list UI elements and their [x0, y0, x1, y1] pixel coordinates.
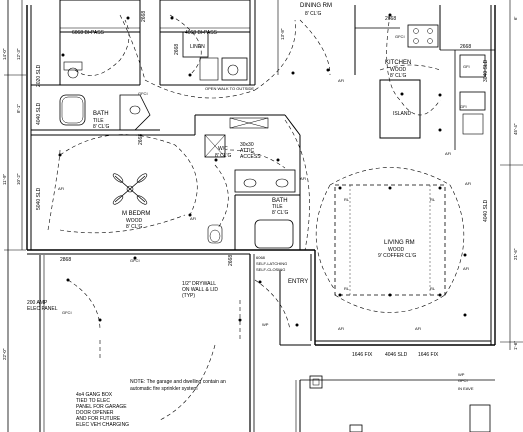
- door-label: 2668: [385, 16, 396, 22]
- room-floor: TILE: [93, 118, 104, 124]
- linen-label: LINEN: [190, 44, 205, 50]
- gang-box-note: TIED TO ELEC: [76, 398, 110, 404]
- room-floor: WOOD: [390, 67, 406, 73]
- gang-box-note: PANEL FOR GARAGE: [76, 404, 127, 410]
- dimension: 6': [513, 16, 518, 20]
- room-ceiling: 9' COFFER CL'G: [378, 253, 416, 259]
- door-label: 6068: [256, 255, 266, 260]
- door-label: 2668: [138, 134, 144, 145]
- room-name-dining: DINING RM: [300, 3, 332, 9]
- dimension: 45'-4": [513, 123, 518, 135]
- dimension: 10'-2": [16, 173, 21, 185]
- window-label: 1646 FIX: [352, 352, 373, 358]
- gang-box-note: DOOR OPENER: [76, 410, 114, 416]
- gfi-label: GFI: [460, 104, 467, 109]
- window-label: 3040 SLD: [483, 59, 489, 82]
- room-ceiling: 8' CL'G: [126, 224, 142, 230]
- room-ceiling: 8' CL'G: [215, 153, 231, 159]
- window-label: 4040 SLD: [483, 199, 489, 222]
- gfci-label: GFCI: [395, 34, 405, 39]
- elec-panel-label: ELEC PANEL: [27, 306, 58, 312]
- gfci-label: GFCI: [138, 91, 148, 96]
- room-name-kitchen: KITCHEN: [385, 60, 411, 66]
- door-label: 2668: [174, 44, 180, 55]
- gfci-label: GFCI: [130, 258, 140, 263]
- window-label: 2020 SLD: [36, 64, 42, 87]
- gfci-label: GFCI: [458, 378, 468, 383]
- door-label: 2668: [460, 44, 471, 50]
- afi-label: AFI: [445, 151, 451, 156]
- room-ceiling: 8' CL'G: [93, 124, 109, 130]
- room-ceiling: 8' CL'G: [305, 11, 321, 17]
- room-floor: WOOD: [126, 218, 142, 224]
- attic-access: ATTIC: [240, 148, 254, 154]
- gfi-label: GFI: [463, 64, 470, 69]
- island-label: ISLAND: [393, 111, 411, 117]
- rl-label: RL: [430, 197, 436, 202]
- in-eave-label: IN EAVE: [458, 386, 474, 391]
- gfci-label: GFCI: [62, 310, 72, 315]
- afi-label: AFI: [190, 216, 196, 221]
- room-floor: WOOD: [388, 247, 404, 253]
- room-ceiling: 8' CL'G: [272, 210, 288, 216]
- afi-label: AFI: [338, 326, 344, 331]
- dimension: 13'-8": [280, 28, 285, 40]
- room-name-wic: W/C: [218, 146, 228, 152]
- dimension: 22'-0": [2, 348, 7, 360]
- dimension: 11'-9": [2, 173, 7, 185]
- wp-label: WP: [458, 372, 465, 377]
- rl-label: RL: [344, 286, 350, 291]
- dimension: 21'-6": [513, 248, 518, 260]
- sprinkler-note: automatic fire sprinkler system: [130, 386, 198, 392]
- window-label: 1646 FIX: [418, 352, 439, 358]
- dimension: 14'-0": [2, 48, 7, 60]
- door-note: SELF-LATCHING: [256, 261, 287, 266]
- window-label: 4040 SLD: [36, 102, 42, 125]
- gang-box-note: ELEC VEH CHARGING: [76, 422, 129, 428]
- window-label: 4046 SLD: [385, 352, 408, 358]
- afi-label: AFI: [415, 326, 421, 331]
- room-name-bath: BATH: [93, 111, 109, 117]
- door-label: 2668: [228, 255, 234, 266]
- afi-label: AFI: [463, 266, 469, 271]
- sprinkler-note: NOTE: The garage and dwelling contain an: [130, 379, 226, 385]
- door-label: 2668: [141, 11, 147, 22]
- afi-label: AFI: [465, 181, 471, 186]
- room-name-living: LIVING RM: [384, 240, 415, 246]
- open-note: OPEN WALK TO OUTSIDE: [205, 86, 254, 91]
- wp-label: WP: [262, 322, 269, 327]
- door-label: 4068 BI-PASS: [185, 30, 218, 36]
- gang-box-note: 4x4 GANG BOX: [76, 392, 113, 398]
- door-note: SELF-CLOSING: [256, 267, 285, 272]
- window-label: 5040 SLD: [36, 187, 42, 210]
- dimension: 8'-1": [16, 104, 21, 113]
- gang-box-note: AND FOR FUTURE: [76, 416, 121, 422]
- rl-label: RL: [430, 286, 436, 291]
- room-name-entry: ENTRY: [288, 279, 308, 285]
- attic-access: 30x30: [240, 142, 254, 148]
- afi-label: AFI: [338, 78, 344, 83]
- elec-panel-label: 200 AMP: [27, 300, 48, 306]
- drywall-note: 1/2" DRYWALL: [182, 281, 216, 287]
- afi-label: AFI: [58, 186, 64, 191]
- drywall-note: (TYP): [182, 293, 195, 299]
- door-label: 6068 BI-PASS: [72, 30, 105, 36]
- room-name-master-bedroom: M BEDRM: [122, 211, 150, 217]
- afi-label: AFI: [300, 176, 306, 181]
- rl-label: RL: [344, 197, 350, 202]
- door-label: 2868: [60, 257, 71, 263]
- drywall-note: ON WALL & LID: [182, 287, 218, 293]
- dimension: 1'-6": [513, 341, 518, 350]
- room-name-bath: BATH: [272, 198, 288, 204]
- dimension: 12'-3": [16, 48, 21, 60]
- room-ceiling: 8' CL'G: [390, 73, 406, 79]
- room-floor: TILE: [272, 204, 283, 210]
- attic-access: ACCESS: [240, 154, 261, 160]
